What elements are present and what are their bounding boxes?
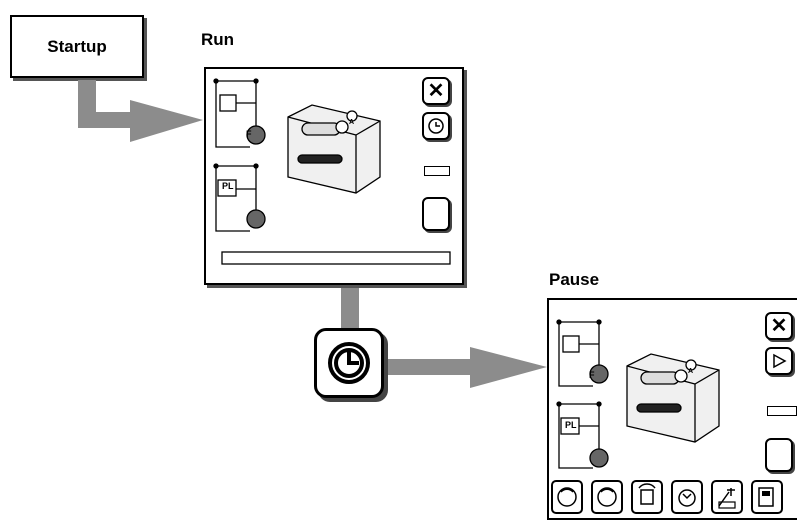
rotate-back-icon [597, 487, 617, 507]
pause-icon [428, 118, 444, 134]
play-button[interactable] [765, 347, 793, 375]
hand-icon [678, 489, 696, 507]
toolbar-button-6[interactable] [751, 480, 783, 514]
startup-to-run-arrow [78, 80, 203, 142]
startup-label: Startup [47, 36, 107, 56]
toolbar-button-5[interactable] [711, 480, 743, 514]
pause-close-button[interactable]: ✕ [765, 312, 793, 340]
play-icon [773, 353, 787, 369]
status-indicator [424, 166, 450, 176]
close-button[interactable]: ✕ [422, 77, 450, 105]
run-label: Run [201, 30, 235, 49]
toolbar-button-2[interactable] [591, 480, 623, 514]
pause-cassette-device [626, 353, 720, 443]
pause-file-f-label: F [589, 370, 595, 380]
file-pl-icon [213, 163, 266, 232]
tools-icon [718, 488, 736, 509]
startup-box: Startup [10, 15, 144, 78]
cassette-device [287, 104, 381, 194]
pause-status-indicator [767, 406, 797, 416]
rotate-icon [557, 487, 577, 507]
close-icon: ✕ [770, 315, 788, 337]
pause-label: Pause [549, 270, 600, 289]
blank-button[interactable] [422, 197, 450, 231]
file-rotate-icon [638, 483, 656, 505]
refresh-icon [328, 342, 370, 384]
file-f-icon [213, 78, 266, 148]
file-pl-label: PL [222, 181, 234, 191]
file-f-label: F [246, 129, 252, 139]
progress-bar [221, 251, 451, 265]
cassette-label: A [349, 119, 355, 126]
pause-blank-button[interactable] [765, 438, 793, 472]
device-icon [758, 487, 774, 507]
pause-file-pl-icon [556, 401, 609, 469]
run-screen: F PL A ✕ [204, 67, 464, 285]
pause-file-f-icon [556, 319, 609, 387]
toolbar-button-3[interactable] [631, 480, 663, 514]
run-down-connector [341, 287, 359, 333]
close-icon: ✕ [427, 80, 445, 102]
pause-file-pl-label: PL [565, 420, 577, 430]
to-pause-arrow [386, 347, 547, 388]
pause-cassette-label: A [688, 368, 694, 375]
pause-button[interactable] [422, 112, 450, 140]
toolbar-button-1[interactable] [551, 480, 583, 514]
toolbar-button-4[interactable] [671, 480, 703, 514]
pause-action-button[interactable] [314, 328, 384, 398]
